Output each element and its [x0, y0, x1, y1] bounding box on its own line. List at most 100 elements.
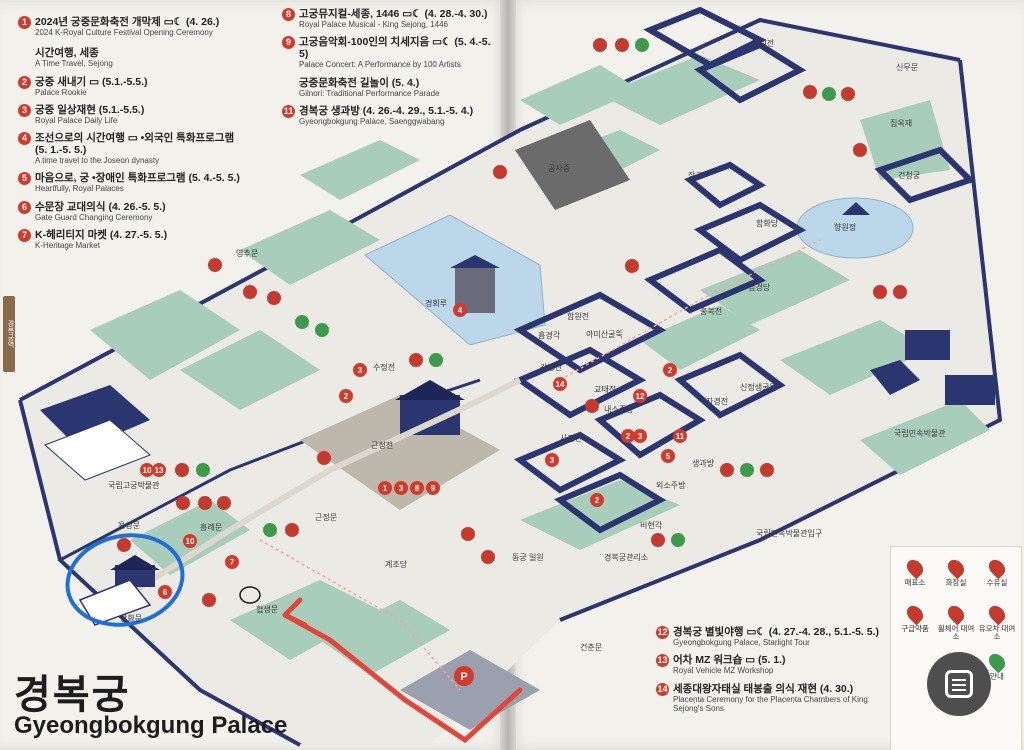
- lawn: [640, 305, 760, 370]
- svg-text:3: 3: [399, 484, 404, 493]
- facility-nursing: 수유실: [977, 556, 1017, 587]
- label-museum-palace: 국립고궁박물관: [108, 481, 160, 490]
- label-janggo: 장고: [688, 171, 703, 180]
- parking-label: P: [460, 671, 467, 683]
- lawn: [600, 55, 760, 125]
- national-folk-museum: [870, 360, 920, 395]
- lawn: [180, 330, 320, 410]
- label-jipgyeongdang: 집경당: [748, 283, 771, 292]
- label-jibokjae: 집옥재: [890, 119, 913, 128]
- label-naesojubang: 내소주방: [604, 405, 634, 414]
- label-hamwonjeon: 함원전: [567, 312, 590, 321]
- svg-text:3: 3: [358, 366, 363, 375]
- map-title-english: Gyeongbokgung Palace: [14, 712, 288, 739]
- label-heumgyeonggak: 흠경각: [538, 331, 561, 340]
- lawn: [520, 65, 640, 125]
- label-geunjeongjeon: 근정전: [371, 441, 394, 450]
- lawn: [240, 210, 380, 285]
- svg-text:10: 10: [186, 537, 195, 546]
- label-museum-folk-entrance: 국립민속박물관입구: [756, 529, 823, 538]
- svg-text:2: 2: [344, 392, 349, 401]
- label-hyeopsaengmun: 협생문: [256, 605, 279, 614]
- svg-text:2: 2: [626, 432, 631, 441]
- label-heungnyemun: 흥례문: [200, 523, 223, 532]
- annotation-circle: [65, 533, 185, 627]
- subway-station-tab: 경복궁역: [3, 296, 15, 372]
- facility-restroom: 화장실: [936, 556, 976, 587]
- label-gwanghwamun: 광화문: [120, 614, 143, 623]
- label-gyeonghoeru: 경회루: [425, 299, 448, 308]
- label-museum-folk: 국립민속박물관: [894, 429, 946, 438]
- label-sujeongjeon: 수정전: [373, 363, 396, 372]
- label-gangnyeongjeon: 강녕전: [540, 363, 563, 372]
- annotation-arrow: [282, 612, 523, 744]
- facility-info: 안내: [977, 650, 1017, 681]
- event-markers: 2 3 4 1 3 8 9 10 7 6 10 13 3 14 2 2 3 5 …: [140, 303, 687, 599]
- lawn: [230, 580, 380, 660]
- hyangwonjeong-pavilion-roof: [842, 202, 870, 215]
- svg-text:3: 3: [638, 432, 643, 441]
- national-palace-museum: [40, 385, 150, 450]
- label-donggung: 동궁 일원: [512, 553, 544, 562]
- document-scan-button[interactable]: [927, 652, 991, 716]
- svg-text:14: 14: [556, 380, 565, 389]
- label-sinmumun: 신무문: [896, 63, 919, 72]
- gyeonghoeru-roof: [450, 255, 500, 268]
- label-gyotaejeon: 교태전: [594, 385, 617, 394]
- svg-text:8: 8: [415, 484, 420, 493]
- lawn: [90, 290, 240, 380]
- svg-text:12: 12: [636, 392, 645, 401]
- facility-ticket: 매표소: [895, 556, 935, 587]
- label-oesojubang: 외소주방: [656, 481, 686, 490]
- facility-first-aid: 구급약품: [895, 602, 935, 633]
- annotation-mark: [239, 586, 261, 604]
- svg-text:7: 7: [230, 558, 235, 567]
- svg-text:2: 2: [595, 496, 600, 505]
- svg-text:1: 1: [383, 484, 388, 493]
- label-geunjeongmun: 근정문: [315, 513, 338, 522]
- svg-text:11: 11: [676, 432, 685, 441]
- label-geoncheonggung: 건청궁: [898, 171, 921, 180]
- label-sinjeong: 신정생굴뚝: [740, 383, 777, 392]
- geunjeongjeon-roof: [395, 380, 465, 400]
- label-hamhwadang: 함화당: [756, 219, 779, 228]
- inner-palace-buildings: [513, 6, 976, 534]
- parking-icon: [454, 666, 474, 686]
- facility-pins: [117, 38, 907, 607]
- svg-text:10: 10: [143, 466, 152, 475]
- label-geonchunmun: 건춘문: [580, 643, 603, 652]
- label-taewonjeon: 태원전: [752, 39, 775, 48]
- facility-legend: 매표소 화장실 수유실 구급약품 휠체어 대여소 유모차 대여소 안내: [890, 546, 1022, 750]
- label-heungbokjeon: 홍복전: [700, 307, 723, 316]
- folk-museum-building: [905, 330, 950, 360]
- label-amisan: 아미산굴뚝: [586, 330, 623, 339]
- lawn: [300, 140, 420, 200]
- outer-wall-east: [559, 59, 1003, 622]
- svg-text:2: 2: [668, 366, 673, 375]
- facility-stroller: 유모차 대여소: [977, 602, 1017, 642]
- svg-text:9: 9: [431, 484, 436, 493]
- svg-text:6: 6: [163, 588, 168, 597]
- lawn: [860, 400, 990, 475]
- construction-zone: [515, 120, 630, 210]
- label-jagyeongjeon: 자경전: [706, 397, 729, 406]
- lawn: [700, 250, 850, 325]
- svg-text:5: 5: [666, 452, 671, 461]
- lawn: [860, 100, 950, 180]
- label-gongsajung: 공사중: [548, 164, 571, 173]
- label-yongseongmun: 용성문: [118, 521, 141, 530]
- document-scan-icon: [945, 670, 973, 698]
- label-bihyeongak: 비현각: [640, 521, 663, 530]
- label-gyejodang: 계조당: [385, 560, 408, 569]
- facility-wheelchair: 휠체어 대여소: [936, 602, 976, 642]
- label-management: 경복궁관리소: [604, 553, 649, 562]
- lawn: [520, 480, 680, 550]
- label-saenggwabang: 생과방: [692, 459, 715, 468]
- national-palace-museum-base: [44, 419, 151, 481]
- label-hyangwonjeong: 향원정: [834, 223, 857, 232]
